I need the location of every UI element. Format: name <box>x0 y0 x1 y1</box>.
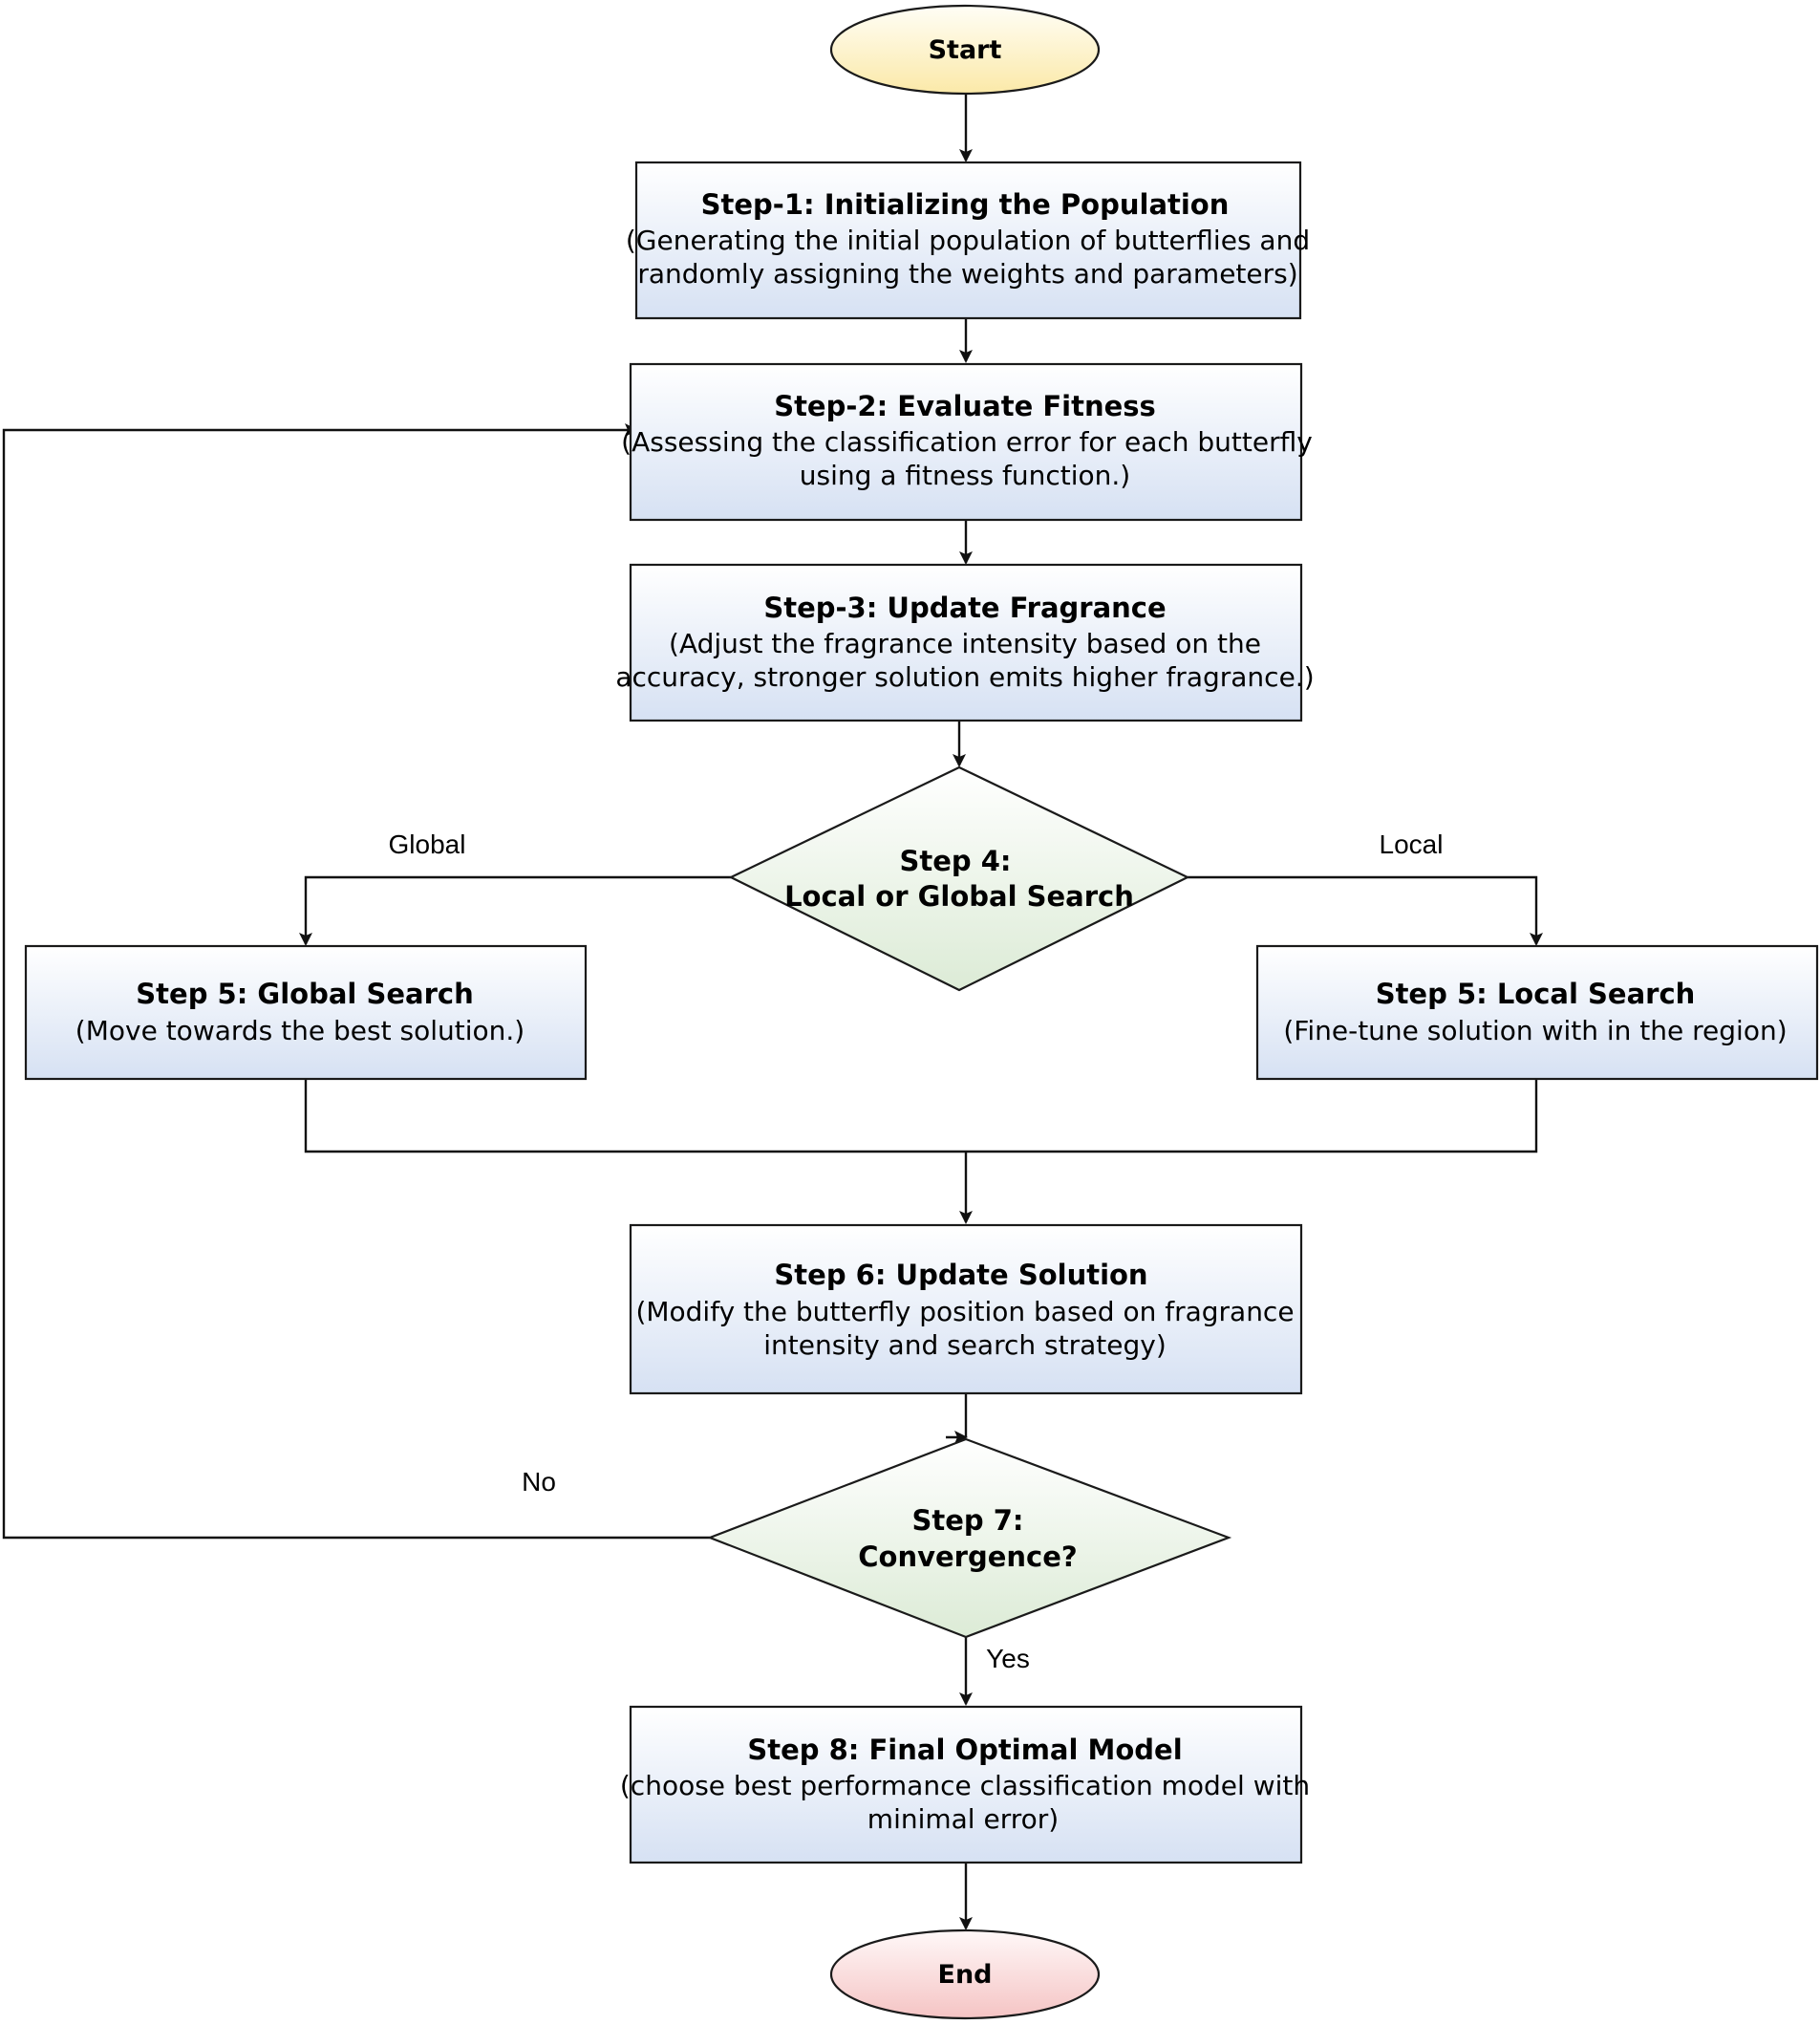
step7-line1: Step 7: <box>911 1504 1023 1537</box>
step8-box <box>629 1705 1303 1864</box>
start-ellipse <box>829 4 1101 96</box>
step1-line2: randomly assigning the weights and param… <box>637 258 1297 290</box>
step2-box <box>629 362 1303 522</box>
step2-line2: using a fitness function.) <box>800 460 1130 491</box>
step1-node: Step-1: Initializing the Population (Gen… <box>626 161 1310 320</box>
step8-title: Step 8: Final Optimal Model <box>747 1734 1182 1766</box>
step6-line1: (Modify the butterfly position based on … <box>635 1296 1294 1327</box>
start-node: Start <box>829 4 1101 96</box>
step5-global-node: Step 5: Global Search (Move towards the … <box>24 944 588 1081</box>
edge-step4-to-local <box>1188 875 1543 946</box>
step8-node: Step 8: Final Optimal Model (choose best… <box>620 1705 1310 1864</box>
step5-local-box <box>1255 944 1819 1081</box>
step6-node: Step 6: Update Solution (Modify the butt… <box>629 1223 1303 1395</box>
step1-box <box>634 161 1302 320</box>
step2-node: Step-2: Evaluate Fitness (Assessing the … <box>621 362 1313 522</box>
step7-line2: Convergence? <box>858 1540 1077 1573</box>
step8-line2: minimal error) <box>867 1803 1059 1835</box>
step4-diamond <box>728 765 1190 992</box>
step5-local-title: Step 5: Local Search <box>1376 978 1696 1010</box>
end-ellipse <box>829 1928 1101 2020</box>
edge-label-no: No <box>522 1467 556 1497</box>
edge-global-merge <box>304 1079 966 1153</box>
edge-step7-no-loop <box>2 423 710 1540</box>
step4-line2: Local or Global Search <box>784 880 1134 913</box>
step3-title: Step-3: Update Fragrance <box>763 592 1166 624</box>
step2-line1: (Assessing the classification error for … <box>621 426 1313 458</box>
step3-box <box>629 563 1303 722</box>
step7-diamond <box>706 1437 1232 1639</box>
start-label: Start <box>929 35 1002 65</box>
step8-line1: (choose best performance classification … <box>620 1770 1310 1801</box>
step3-node: Step-3: Update Fragrance (Adjust the fra… <box>615 563 1315 722</box>
end-label: End <box>938 1960 993 1990</box>
edge-local-merge <box>966 1079 1538 1153</box>
step7-node: Step 7: Convergence? <box>706 1437 1232 1639</box>
edge-step4-to-global <box>299 875 731 946</box>
edge-label-yes: Yes <box>986 1644 1030 1673</box>
step4-node: Step 4: Local or Global Search <box>728 765 1190 992</box>
step6-line2: intensity and search strategy) <box>763 1329 1167 1361</box>
step1-title: Step-1: Initializing the Population <box>701 188 1230 221</box>
edge-label-local: Local <box>1380 829 1444 859</box>
step3-line1: (Adjust the fragrance intensity based on… <box>669 628 1261 659</box>
step6-box <box>629 1223 1303 1395</box>
edges <box>2 94 1543 1930</box>
step2-title: Step-2: Evaluate Fitness <box>774 390 1156 422</box>
step5-global-box <box>24 944 588 1081</box>
step5-local-node: Step 5: Local Search (Fine-tune solution… <box>1255 944 1819 1081</box>
step1-line1: (Generating the initial population of bu… <box>626 225 1310 256</box>
edge-labels: Global Local No Yes <box>389 829 1444 1673</box>
end-node: End <box>829 1928 1101 2020</box>
step6-title: Step 6: Update Solution <box>774 1259 1147 1291</box>
step5-local-line1: (Fine-tune solution with in the region) <box>1283 1015 1787 1046</box>
step3-line2: accuracy, stronger solution emits higher… <box>615 661 1314 693</box>
step5-global-line1: (Move towards the best solution.) <box>75 1015 525 1046</box>
edge-label-global: Global <box>389 829 466 859</box>
step4-line1: Step 4: <box>899 845 1011 877</box>
step5-global-title: Step 5: Global Search <box>136 978 473 1010</box>
